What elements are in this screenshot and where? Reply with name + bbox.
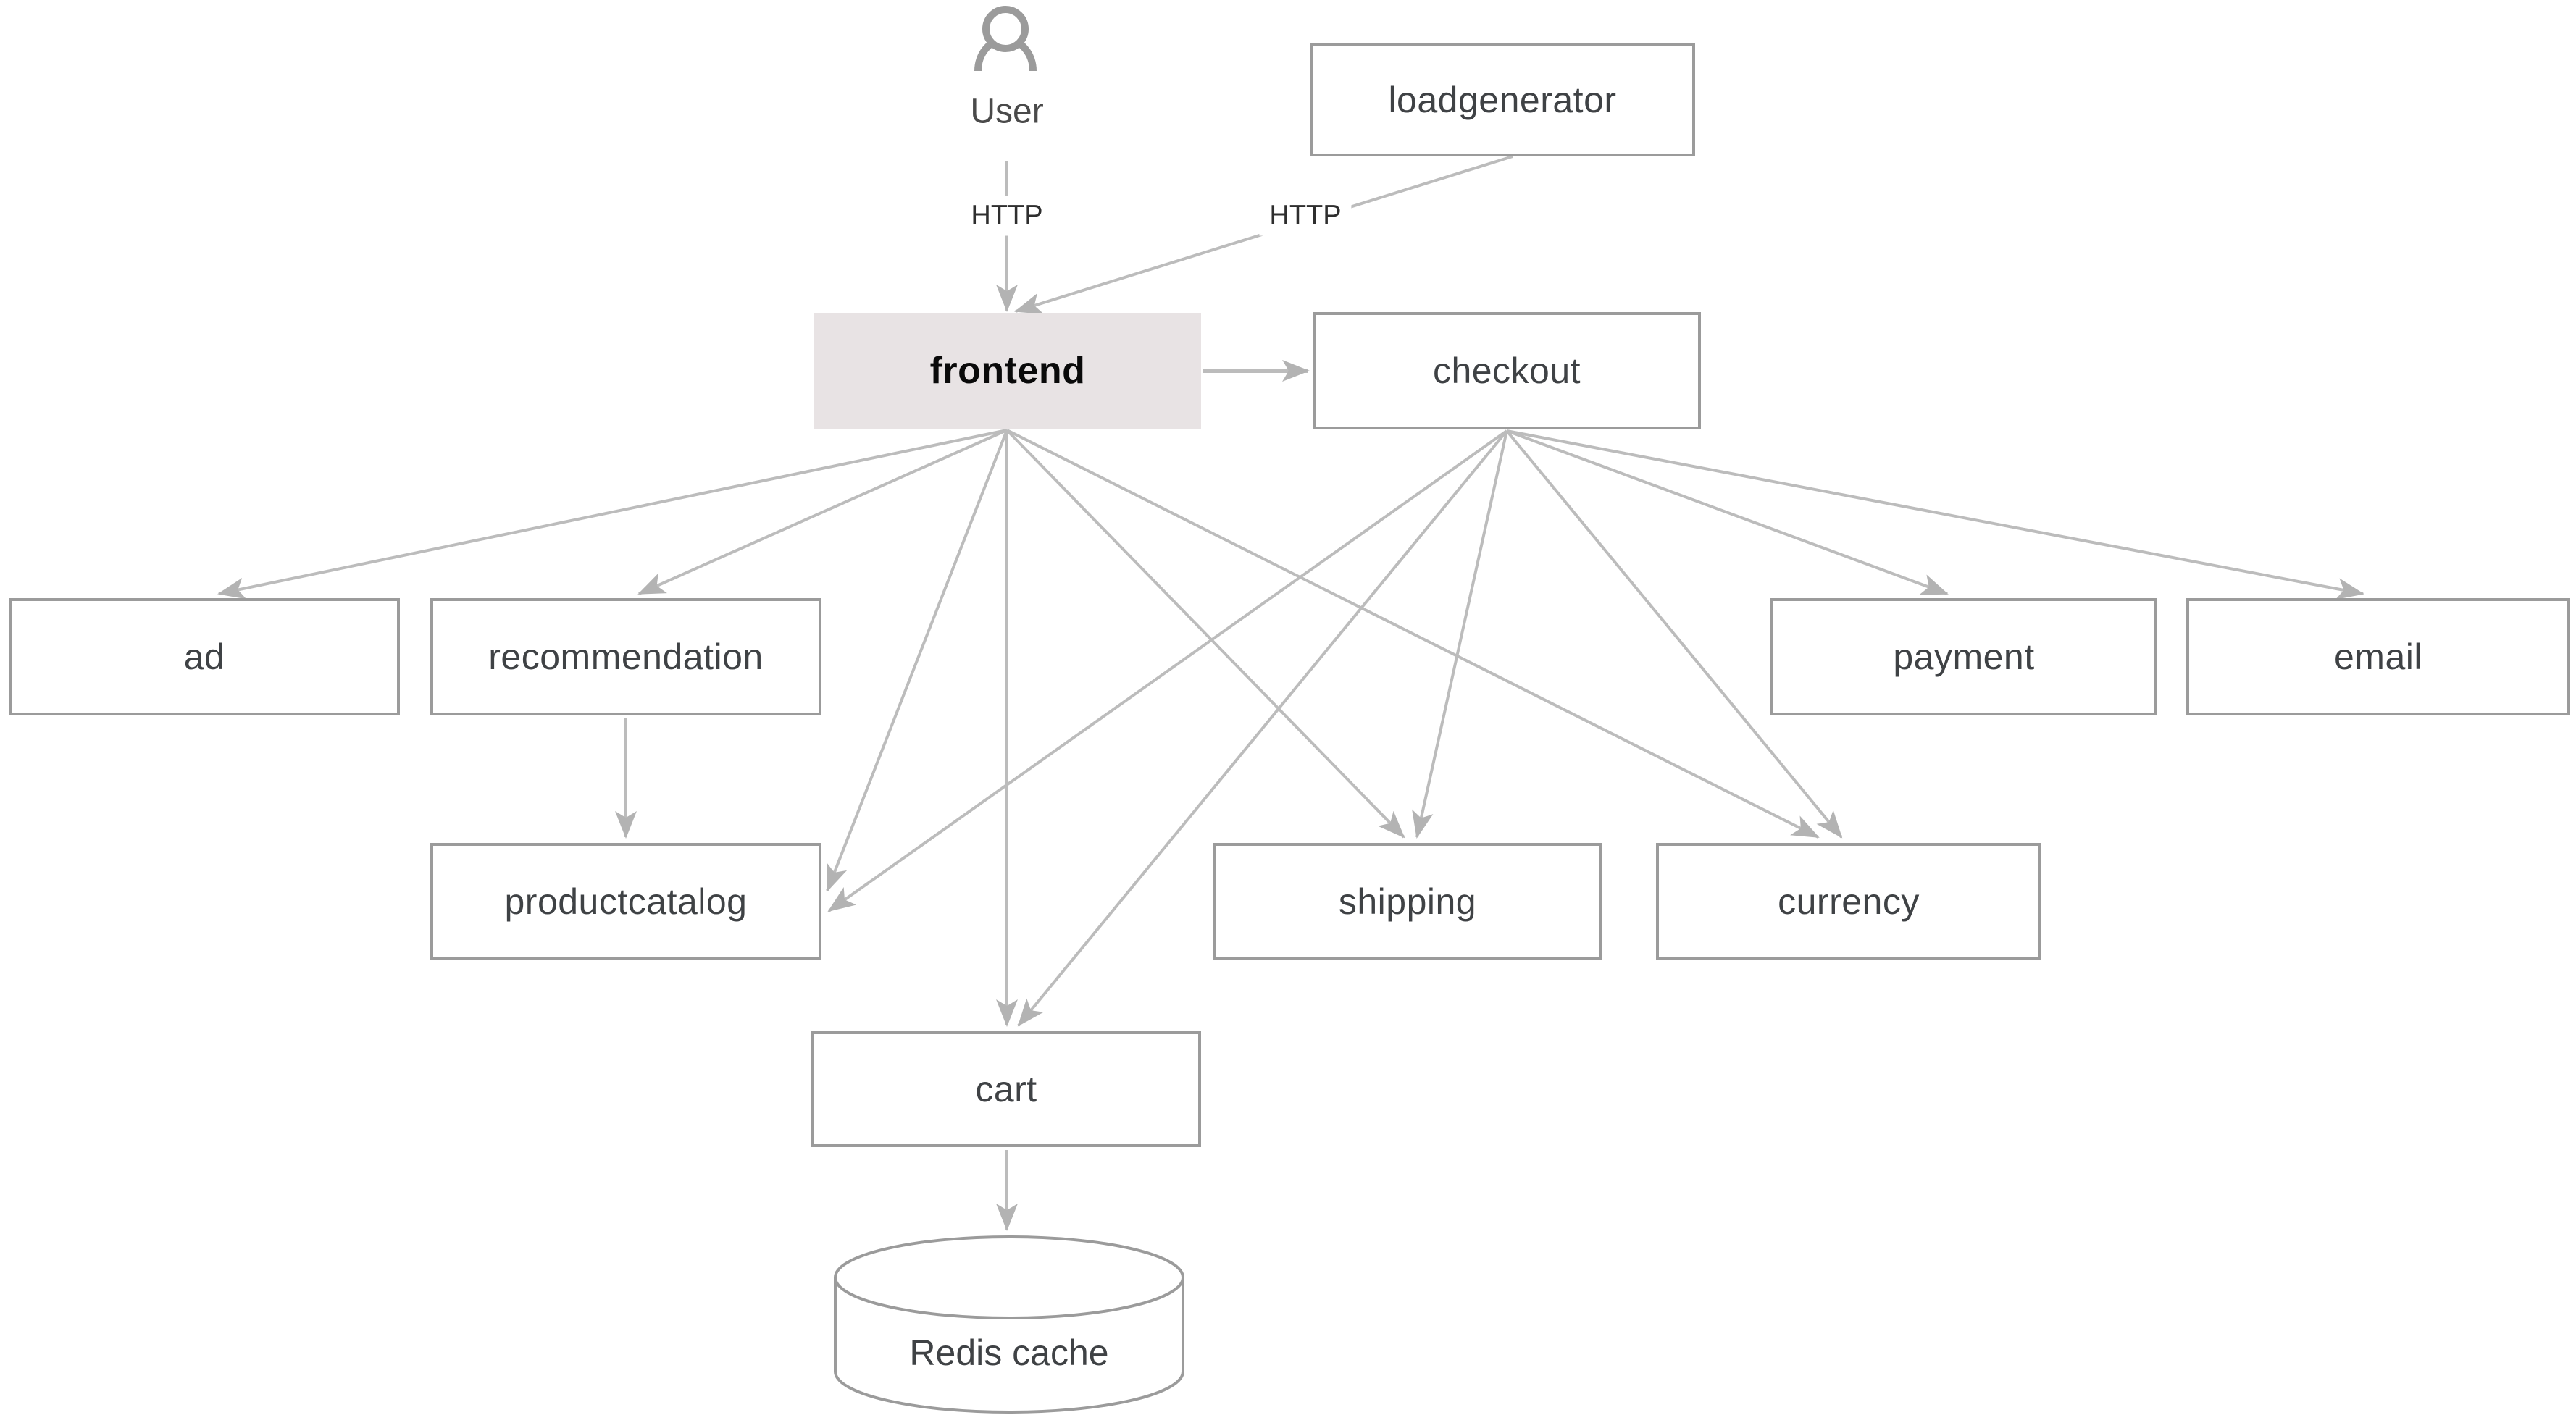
edge-frontend-productcatalog (826, 429, 1008, 892)
user-icon (974, 6, 1037, 72)
edge-checkout-payment (1506, 429, 1949, 595)
node-payment: payment (1770, 598, 2157, 715)
node-redis-label: Redis cache (909, 1332, 1109, 1373)
edge-label-user-frontend-http: HTTP (961, 196, 1053, 236)
node-checkout: checkout (1313, 312, 1701, 429)
edge-frontend-ad (217, 429, 1008, 600)
node-shipping: shipping (1213, 843, 1602, 960)
edge-frontend-shipping (1005, 429, 1405, 839)
edge-checkout-cart (1017, 429, 1508, 1027)
edge-frontend-recommendation (637, 429, 1008, 595)
edge-frontend-currency (1006, 429, 1820, 839)
node-recommendation: recommendation (430, 598, 821, 715)
node-ad: ad (9, 598, 400, 715)
node-cart: cart (811, 1031, 1201, 1147)
node-currency: currency (1656, 843, 2041, 960)
node-loadgenerator: loadgenerator (1310, 43, 1695, 156)
node-frontend: frontend (814, 313, 1201, 429)
edge-checkout-shipping (1412, 430, 1508, 839)
edge-checkout-email (1506, 429, 2364, 600)
edge-checkout-currency (1505, 429, 1843, 839)
edge-checkout-productcatalog (827, 429, 1508, 912)
edge-label-loadgenerator-frontend-http: HTTP (1259, 196, 1352, 236)
redis-cylinder (834, 1235, 1184, 1414)
user-actor-label: User (970, 92, 1044, 131)
node-productcatalog: productcatalog (430, 843, 821, 960)
node-email: email (2186, 598, 2570, 715)
